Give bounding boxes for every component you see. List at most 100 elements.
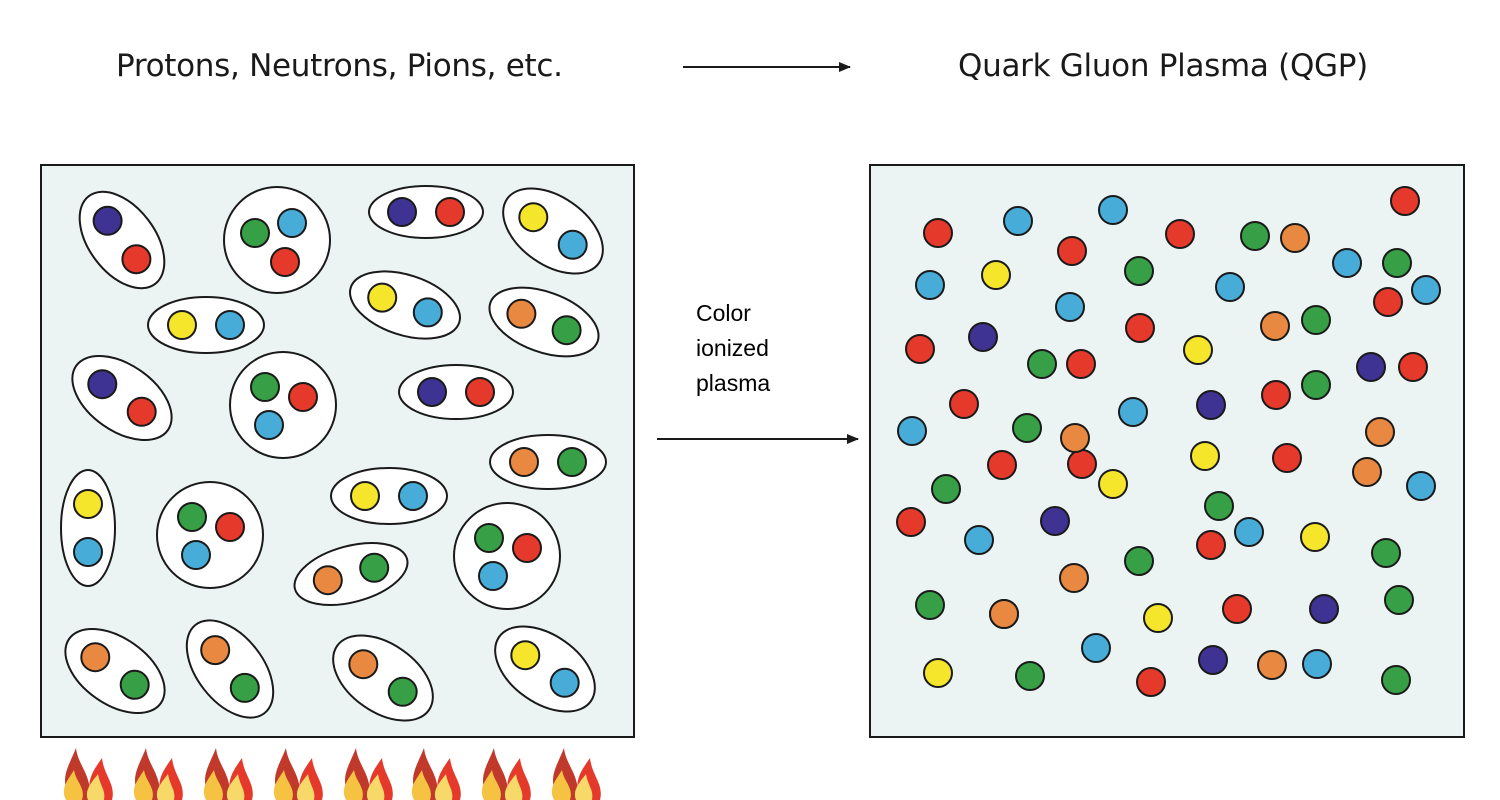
transition-label-line-1: Color: [696, 300, 751, 326]
navy-free-quark: [968, 322, 998, 352]
baryon-boundary: [156, 481, 264, 589]
red-free-quark: [896, 507, 926, 537]
baryon-hadron: [156, 481, 264, 589]
blue-free-quark: [1003, 206, 1033, 236]
green-quark: [177, 502, 207, 532]
red-free-quark: [1125, 313, 1155, 343]
baryon-boundary: [453, 502, 561, 610]
transition-label: Color ionized plasma: [696, 296, 770, 401]
flame-inner: [366, 774, 385, 800]
blue-quark: [215, 310, 245, 340]
flame-inner: [296, 774, 315, 800]
meson-hadron: [78, 190, 166, 290]
baryon-hadron: [223, 186, 331, 294]
flame-inner: [551, 770, 571, 800]
flame-inner: [226, 774, 245, 800]
blue-free-quark: [1215, 272, 1245, 302]
meson-hadron: [71, 355, 173, 441]
blue-free-quark: [1302, 649, 1332, 679]
meson-boundary: [368, 185, 484, 239]
red-free-quark: [1067, 449, 1097, 479]
green-free-quark: [1301, 370, 1331, 400]
green-free-quark: [1384, 585, 1414, 615]
yellow-free-quark: [1300, 522, 1330, 552]
red-free-quark: [1057, 236, 1087, 266]
yellow-quark: [350, 481, 380, 511]
yellow-free-quark: [1143, 603, 1173, 633]
flame-inner: [411, 770, 431, 800]
red-free-quark: [1066, 349, 1096, 379]
yellow-free-quark: [1098, 469, 1128, 499]
flame-icon: [203, 748, 253, 800]
blue-quark: [478, 561, 508, 591]
red-quark: [465, 377, 495, 407]
yellow-free-quark: [1190, 441, 1220, 471]
red-free-quark: [1165, 219, 1195, 249]
flame-icon: [411, 748, 461, 800]
blue-quark: [549, 667, 580, 698]
yellow-quark: [510, 640, 541, 671]
green-quark: [240, 218, 270, 248]
baryon-hadron: [453, 502, 561, 610]
qgp-box: [869, 164, 1465, 738]
hadron-layer: [60, 185, 607, 722]
red-quark: [126, 396, 157, 427]
red-free-quark: [1272, 443, 1302, 473]
blue-quark: [254, 410, 284, 440]
meson-hadron: [330, 467, 448, 525]
meson-hadron: [147, 296, 265, 354]
meson-hadron: [488, 286, 600, 358]
orange-free-quark: [1365, 417, 1395, 447]
green-quark: [359, 552, 390, 583]
red-free-quark: [1196, 530, 1226, 560]
green-quark: [229, 672, 260, 703]
meson-boundary: [60, 469, 116, 587]
red-free-quark: [923, 218, 953, 248]
navy-free-quark: [1040, 506, 1070, 536]
red-free-quark: [1398, 352, 1428, 382]
flame-icon: [63, 748, 113, 800]
navy-quark: [417, 377, 447, 407]
yellow-free-quark: [923, 658, 953, 688]
flame-inner: [343, 770, 363, 800]
green-free-quark: [915, 590, 945, 620]
yellow-free-quark: [1183, 335, 1213, 365]
transition-label-line-3: plasma: [696, 370, 771, 396]
meson-hadron: [398, 364, 514, 420]
blue-quark: [73, 537, 103, 567]
meson-hadron: [489, 434, 607, 490]
red-free-quark: [1136, 667, 1166, 697]
orange-free-quark: [1352, 457, 1382, 487]
red-free-quark: [1373, 287, 1403, 317]
flame-icon: [551, 748, 601, 800]
blue-free-quark: [915, 270, 945, 300]
yellow-free-quark: [981, 260, 1011, 290]
orange-free-quark: [1257, 650, 1287, 680]
meson-boundary: [147, 296, 265, 354]
flame-icon: [273, 748, 323, 800]
green-free-quark: [1027, 349, 1057, 379]
flame-inner: [273, 770, 293, 800]
green-free-quark: [1204, 491, 1234, 521]
orange-free-quark: [1260, 311, 1290, 341]
green-free-quark: [1124, 546, 1154, 576]
flame-inner: [86, 774, 105, 800]
meson-hadron: [332, 634, 434, 722]
green-free-quark: [1381, 665, 1411, 695]
transition-label-line-2: ionized: [696, 335, 769, 361]
meson-hadron: [502, 187, 604, 275]
green-quark: [474, 523, 504, 553]
orange-quark: [80, 642, 111, 673]
green-quark: [250, 372, 280, 402]
left-title: Protons, Neutrons, Pions, etc.: [116, 48, 563, 84]
navy-quark: [387, 197, 417, 227]
flame-decoration: [63, 748, 601, 800]
red-free-quark: [987, 450, 1017, 480]
meson-hadron: [494, 625, 596, 713]
flame-icon: [481, 748, 531, 800]
right-title: Quark Gluon Plasma (QGP): [958, 48, 1368, 84]
orange-free-quark: [1059, 563, 1089, 593]
plasma-layer: [896, 186, 1441, 697]
blue-free-quark: [964, 525, 994, 555]
red-free-quark: [905, 334, 935, 364]
